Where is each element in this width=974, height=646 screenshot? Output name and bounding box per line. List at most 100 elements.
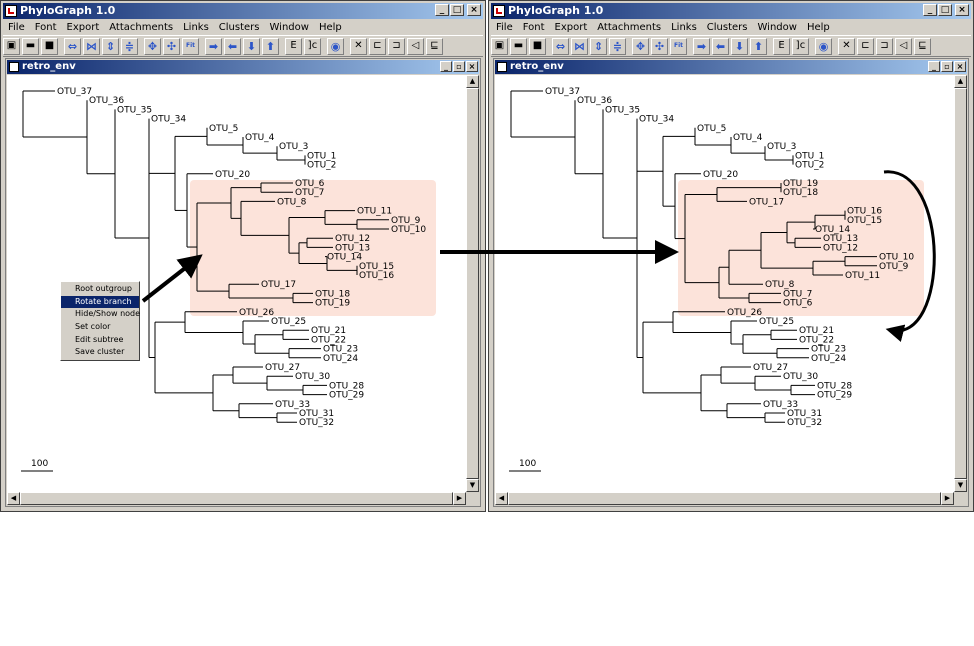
tree-left-button[interactable]: ⊑: [426, 37, 443, 55]
vertical-scrollbar[interactable]: ▲ ▼: [954, 75, 967, 492]
subwindow-title-bar[interactable]: retro_env _ ▫ ×: [7, 60, 479, 74]
tree-right-button[interactable]: ⊏: [857, 37, 874, 55]
scroll-left-icon[interactable]: ◀: [495, 492, 508, 505]
leaf-label[interactable]: OTU_29: [329, 391, 364, 401]
move-button[interactable]: ✥: [632, 37, 649, 55]
tree-right-button[interactable]: ⊏: [369, 37, 386, 55]
leaf-label[interactable]: OTU_23: [811, 345, 846, 355]
leaf-label[interactable]: OTU_12: [823, 243, 858, 253]
leaf-label[interactable]: OTU_15: [847, 216, 882, 226]
menu-links[interactable]: Links: [183, 21, 209, 33]
scroll-up-icon[interactable]: ▲: [954, 75, 967, 88]
collapse-button[interactable]: ✣: [163, 37, 180, 55]
leaf-label[interactable]: OTU_6: [295, 179, 325, 189]
leaf-label[interactable]: OTU_21: [799, 326, 834, 336]
menu-help[interactable]: Help: [318, 21, 342, 33]
collapse-button[interactable]: ✣: [651, 37, 668, 55]
leaf-label[interactable]: OTU_31: [787, 409, 822, 419]
move-button[interactable]: ✥: [144, 37, 161, 55]
leaf-label[interactable]: OTU_15: [359, 262, 394, 272]
new-button[interactable]: ▣: [491, 37, 508, 55]
menu-clusters[interactable]: Clusters: [218, 21, 260, 33]
expand-horizontal-button[interactable]: ⇔: [64, 37, 81, 55]
globe-button[interactable]: ◉: [815, 37, 832, 55]
title-bar[interactable]: PhyloGraph 1.0 _ □ ×: [3, 3, 483, 19]
expand-horizontal-button[interactable]: ⇔: [552, 37, 569, 55]
leaf-label[interactable]: OTU_19: [783, 179, 818, 189]
minimize-button[interactable]: _: [435, 4, 449, 16]
leaf-label[interactable]: OTU_26: [727, 308, 762, 318]
tree-flag-button[interactable]: ⊐: [388, 37, 405, 55]
leaf-label[interactable]: OTU_4: [733, 133, 763, 143]
leaf-label[interactable]: OTU_36: [577, 96, 612, 106]
maximize-button[interactable]: □: [450, 4, 464, 16]
leaf-label[interactable]: OTU_11: [845, 271, 880, 281]
expand-vertical-button[interactable]: ⇕: [102, 37, 119, 55]
arrow-right-button[interactable]: ➡: [693, 37, 710, 55]
leaf-label[interactable]: OTU_5: [697, 124, 726, 134]
leaf-label[interactable]: OTU_12: [335, 234, 370, 244]
arrow-right-button[interactable]: ➡: [205, 37, 222, 55]
leaf-label[interactable]: OTU_23: [323, 345, 358, 355]
horizontal-scroll-thumb[interactable]: [20, 492, 453, 505]
menu-font[interactable]: Font: [522, 21, 545, 33]
leaf-label[interactable]: OTU_6: [783, 299, 813, 309]
leaf-label[interactable]: OTU_7: [295, 188, 324, 198]
leaf-label[interactable]: OTU_20: [215, 170, 250, 180]
leaf-label[interactable]: OTU_22: [799, 335, 834, 345]
leaf-label[interactable]: OTU_35: [605, 105, 640, 115]
scroll-right-icon[interactable]: ▶: [453, 492, 466, 505]
menu-clusters[interactable]: Clusters: [706, 21, 748, 33]
cut-button[interactable]: ✕: [838, 37, 855, 55]
leaf-label[interactable]: OTU_17: [749, 197, 784, 207]
leaf-label[interactable]: OTU_17: [261, 280, 296, 290]
leaf-label[interactable]: OTU_22: [311, 335, 346, 345]
sub-restore-button[interactable]: ▫: [453, 61, 465, 72]
leaf-label[interactable]: OTU_18: [315, 289, 350, 299]
menu-window[interactable]: Window: [269, 21, 309, 33]
scroll-left-icon[interactable]: ◀: [7, 492, 20, 505]
leaf-label[interactable]: OTU_27: [753, 363, 788, 373]
scroll-down-icon[interactable]: ▼: [466, 479, 479, 492]
minimize-button[interactable]: _: [923, 4, 937, 16]
leaf-label[interactable]: OTU_27: [265, 363, 300, 373]
leaf-label[interactable]: OTU_4: [245, 133, 275, 143]
sub-close-button[interactable]: ×: [954, 61, 966, 72]
leaf-label[interactable]: OTU_19: [315, 299, 350, 309]
context-menu-item-set-color[interactable]: Set color: [75, 322, 111, 332]
leaf-label[interactable]: OTU_33: [275, 400, 310, 410]
expand-vertical-button[interactable]: ⇕: [590, 37, 607, 55]
leaf-label[interactable]: OTU_9: [391, 216, 421, 226]
tree-left-button[interactable]: ⊑: [914, 37, 931, 55]
close-button[interactable]: ×: [955, 4, 969, 16]
leaf-label[interactable]: OTU_8: [765, 280, 795, 290]
fit-button[interactable]: Fit: [182, 37, 199, 55]
menu-attachments[interactable]: Attachments: [597, 21, 662, 33]
compress-horizontal-button[interactable]: ⋈: [571, 37, 588, 55]
leaf-label[interactable]: OTU_9: [879, 262, 909, 272]
leaf-label[interactable]: OTU_36: [89, 96, 124, 106]
close-button[interactable]: ×: [467, 4, 481, 16]
horizontal-scrollbar[interactable]: ◀ ▶: [7, 492, 466, 505]
leaf-label[interactable]: OTU_24: [811, 354, 846, 364]
leaf-label[interactable]: OTU_35: [117, 105, 152, 115]
title-bar[interactable]: PhyloGraph 1.0 _ □ ×: [491, 3, 971, 19]
menu-export[interactable]: Export: [554, 21, 588, 33]
menu-attachments[interactable]: Attachments: [109, 21, 174, 33]
leaf-label[interactable]: OTU_3: [767, 142, 796, 152]
menu-help[interactable]: Help: [806, 21, 830, 33]
leaf-label[interactable]: OTU_25: [271, 317, 306, 327]
bracket-button[interactable]: ]c: [792, 37, 809, 55]
compress-vertical-button[interactable]: ≑: [121, 37, 138, 55]
leaf-label[interactable]: OTU_34: [151, 115, 186, 125]
leaf-label[interactable]: OTU_37: [545, 87, 580, 97]
leaf-label[interactable]: OTU_18: [783, 188, 818, 198]
leaf-label[interactable]: OTU_28: [329, 381, 364, 391]
leaf-label[interactable]: OTU_2: [795, 161, 824, 171]
leaf-label[interactable]: OTU_28: [817, 381, 852, 391]
scroll-down-icon[interactable]: ▼: [954, 479, 967, 492]
triangle-left-button[interactable]: ◁: [407, 37, 424, 55]
tree-flag-button[interactable]: ⊐: [876, 37, 893, 55]
triangle-left-button[interactable]: ◁: [895, 37, 912, 55]
